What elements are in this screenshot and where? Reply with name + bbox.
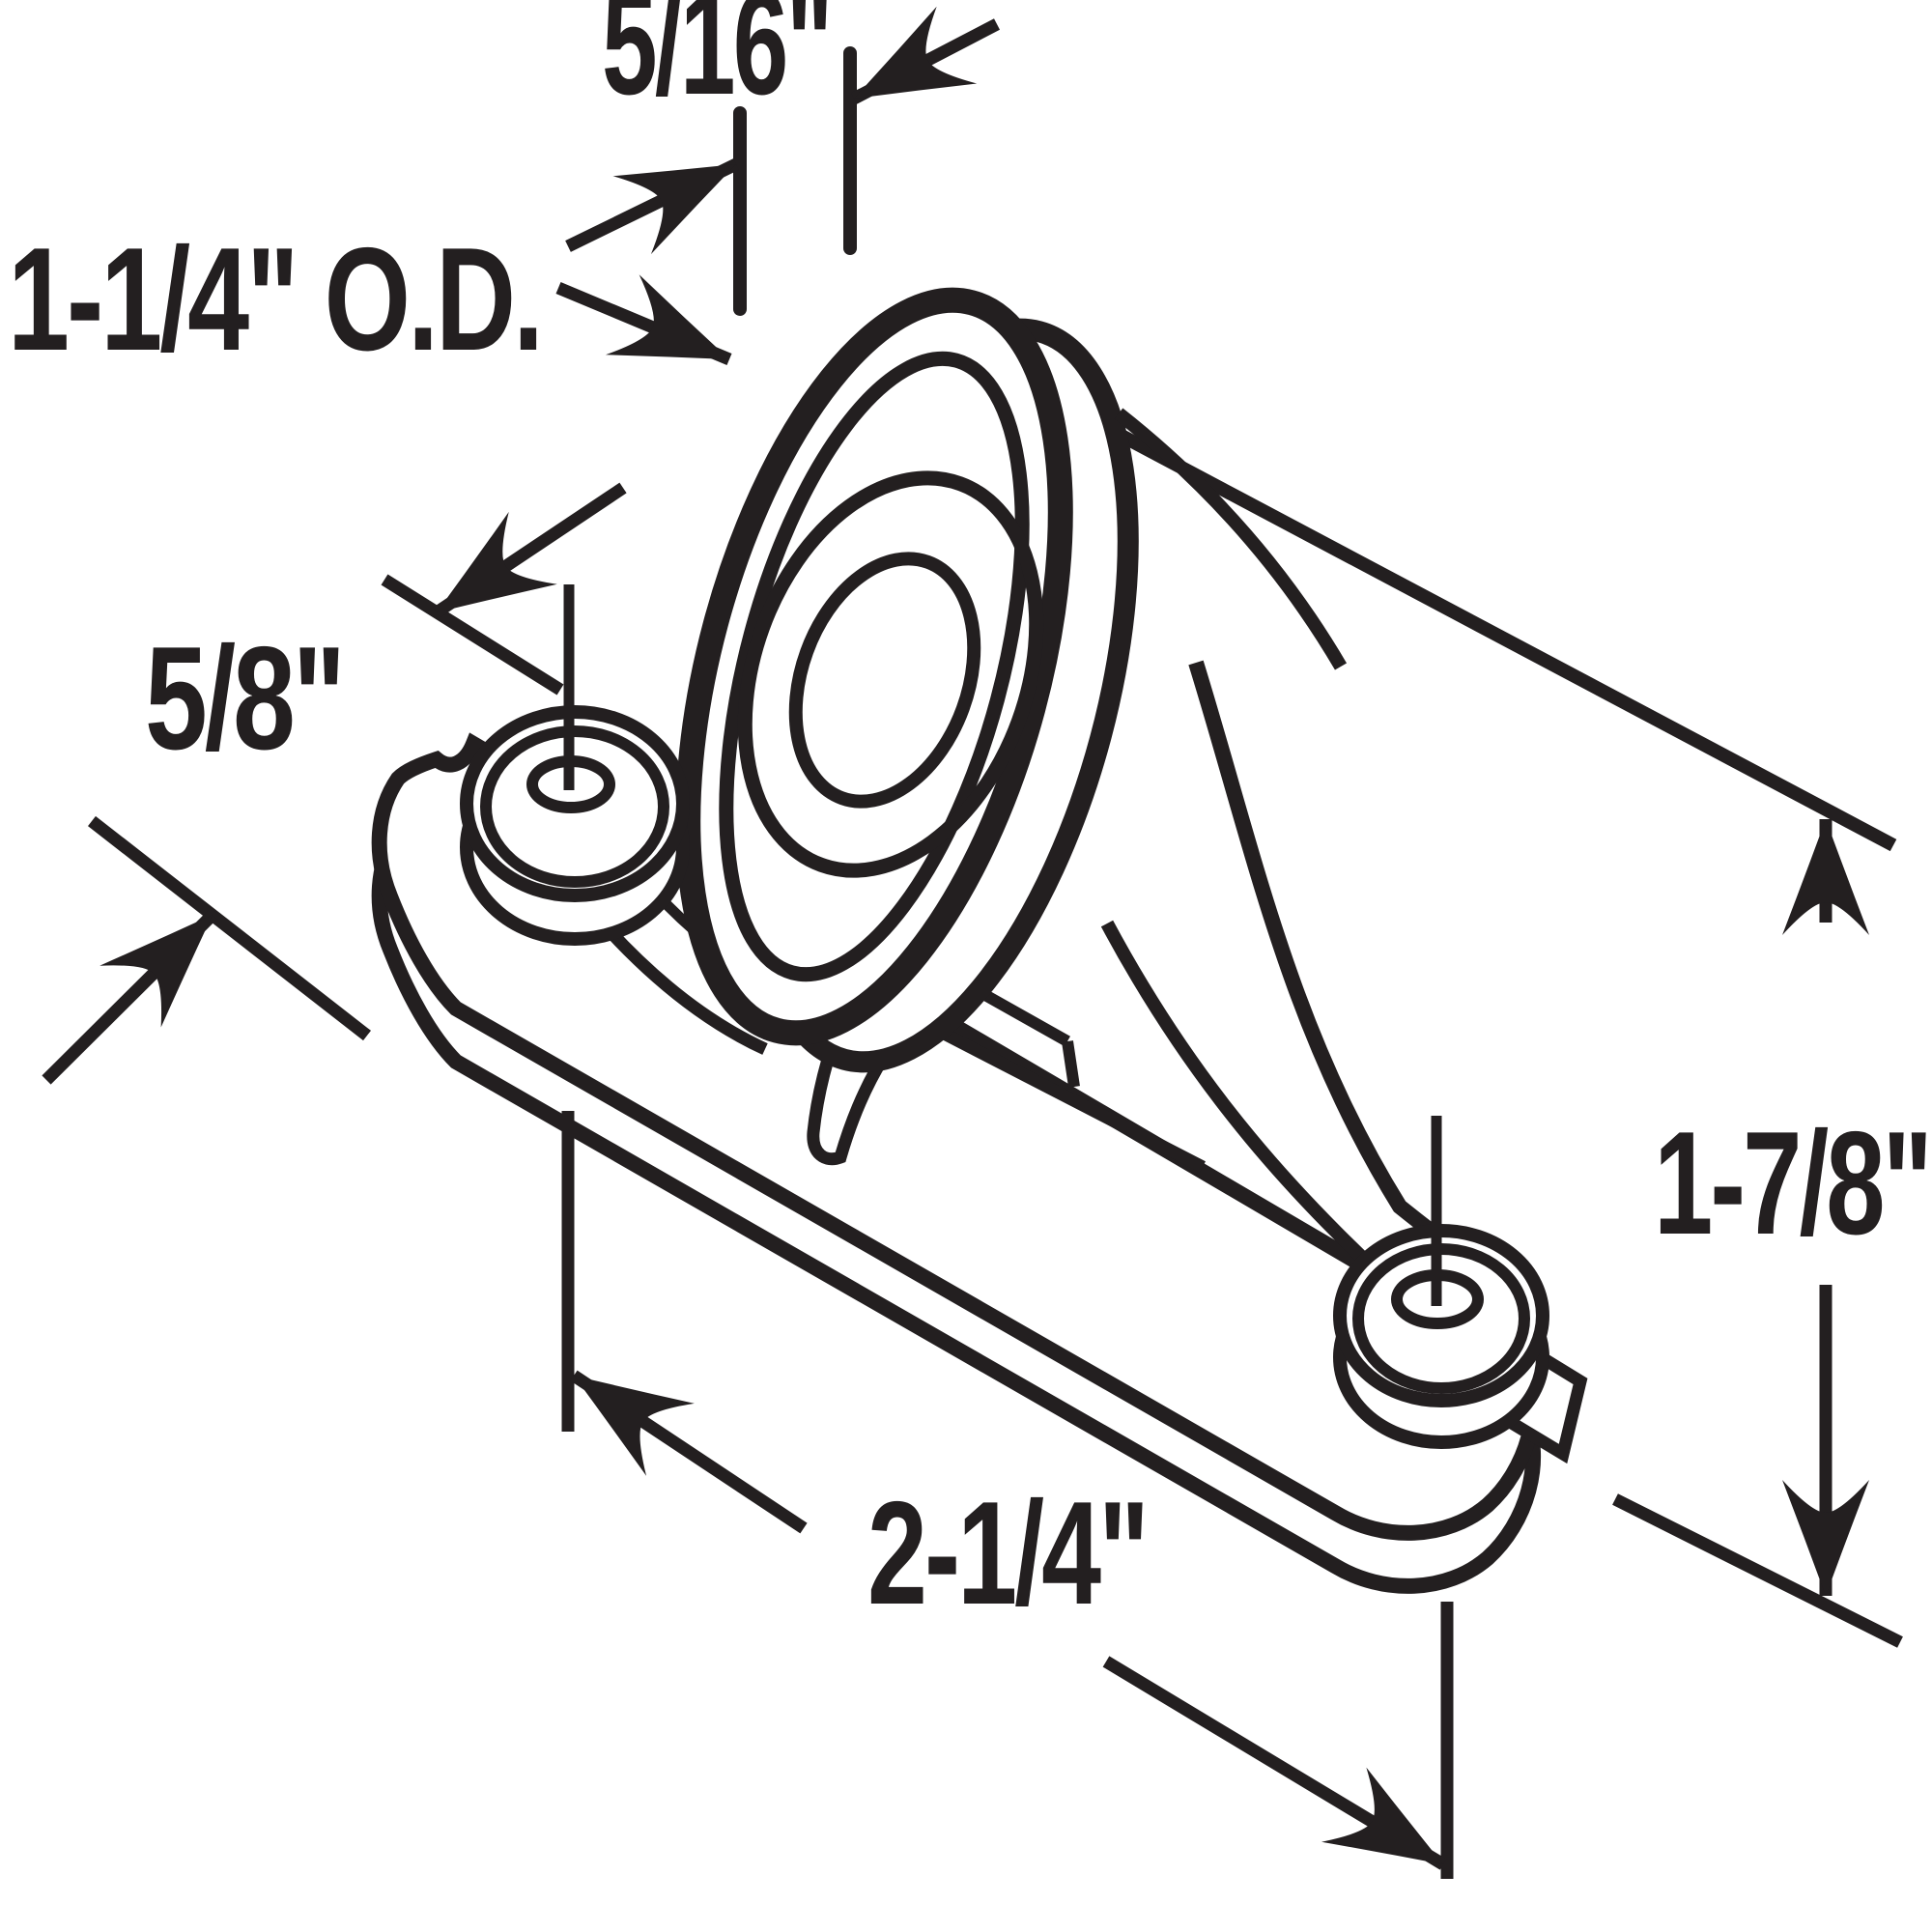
arrow-up-left <box>570 1370 808 1534</box>
bracket-base-corner <box>1062 1040 1080 1088</box>
leader-arrow <box>555 274 732 365</box>
bracket-base-edge <box>923 1018 1206 1173</box>
wheel-tire-outer <box>675 287 1073 1046</box>
dimension-assembly-height: 1-7/8" <box>1612 819 1932 1648</box>
roller-wheel <box>675 287 1073 1046</box>
extension-line-lower <box>88 815 371 1041</box>
arrow-upper <box>433 482 627 618</box>
bracket-upper-edge <box>1114 408 1348 670</box>
dimension-label-roller-thickness: 5/16" <box>602 0 831 126</box>
arrow-down-right <box>1102 1656 1447 1870</box>
extension-line-upper <box>381 574 564 696</box>
dimension-label-assembly-height: 1-7/8" <box>1654 1101 1930 1265</box>
wheel-hub-ring <box>737 470 1044 878</box>
dimension-label-plate-width: 5/8" <box>145 616 343 781</box>
arrow-left <box>565 158 739 255</box>
wheel-center-hole <box>788 552 981 809</box>
plate-top-face <box>371 732 1542 1541</box>
dimension-hole-spacing: 2-1/4" <box>561 1111 1454 1879</box>
dimension-roller-thickness: 5/16" <box>565 0 1001 316</box>
arrow-right <box>850 6 1001 104</box>
dimension-label-hole-spacing: 2-1/4" <box>867 1471 1147 1635</box>
wheel-tire-inner <box>719 351 1030 982</box>
dimension-label-roller-outer-diameter: 1-1/4" O.D. <box>8 217 541 382</box>
dimension-roller-outer-diameter: 1-1/4" O.D. <box>8 217 732 382</box>
arrow-lower <box>42 910 217 1085</box>
bracket-arm-fill <box>1109 667 1507 1304</box>
left-mounting-button <box>460 584 690 946</box>
left-button-rim <box>480 725 669 888</box>
right-mounting-button <box>1333 1116 1549 1449</box>
extension-line-bottom <box>1612 1493 1903 1648</box>
dimension-plate-width: 5/8" <box>42 482 627 1085</box>
